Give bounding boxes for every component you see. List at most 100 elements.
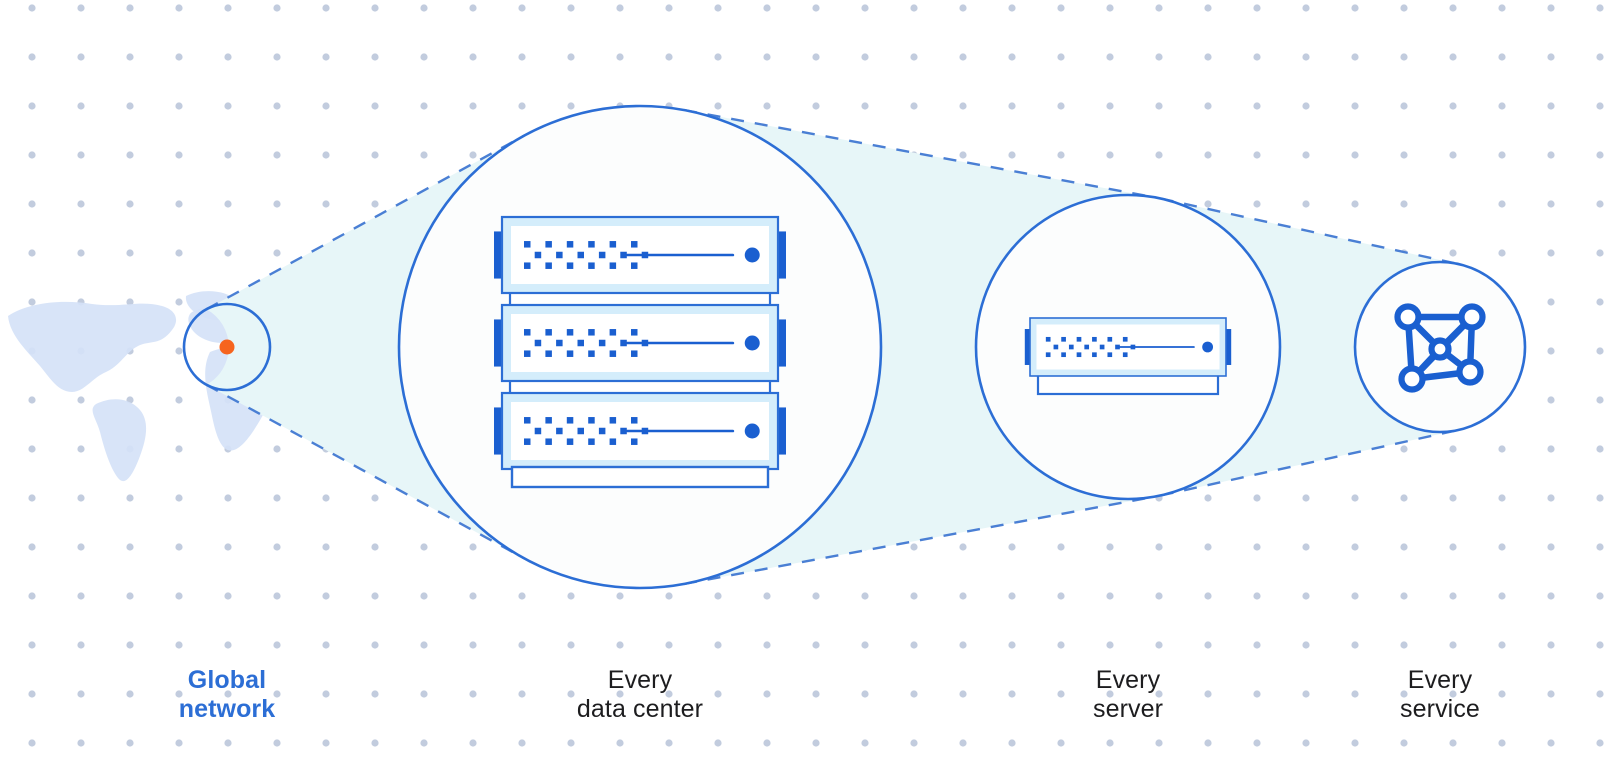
grid-dot [665, 53, 673, 61]
grid-dot [518, 592, 526, 600]
grid-dot [1449, 151, 1457, 159]
grid-dot [1400, 4, 1408, 12]
server-vent-dot [609, 350, 617, 357]
grid-dot [1400, 641, 1408, 649]
grid-dot [1596, 739, 1604, 747]
grid-dot [77, 592, 85, 600]
grid-dot [518, 102, 526, 110]
grid-dot [1498, 249, 1506, 257]
single-server-icon[interactable] [1024, 317, 1232, 396]
server-vent-dot [534, 339, 542, 347]
server-vent-dot [566, 329, 574, 336]
grid-dot [861, 739, 869, 747]
grid-dot [1547, 396, 1555, 404]
mesh-node [1398, 365, 1426, 393]
grid-dot [1547, 102, 1555, 110]
server-side-tab-left [494, 231, 504, 279]
grid-dot [910, 102, 918, 110]
grid-dot [1204, 102, 1212, 110]
server-unit[interactable] [494, 303, 786, 383]
grid-dot [175, 592, 183, 600]
grid-dot [812, 592, 820, 600]
grid-dot [1253, 4, 1261, 12]
server-vent-dot [1122, 336, 1128, 342]
server-vent-dot [556, 339, 563, 347]
server-vent-dot [566, 241, 574, 248]
grid-dot [714, 739, 722, 747]
server-vent-dot [631, 350, 638, 357]
grid-dot [126, 53, 134, 61]
grid-dot [1302, 592, 1310, 600]
grid-dot [616, 592, 624, 600]
server-vent-dot [588, 417, 595, 424]
server-vent-dot [545, 350, 552, 357]
server-unit[interactable] [494, 215, 786, 295]
grid-dot [567, 641, 575, 649]
grid-dot [812, 739, 820, 747]
server-rack-icon[interactable] [494, 215, 786, 489]
grid-dot [273, 690, 281, 698]
stage-circle-global-network[interactable] [182, 302, 272, 392]
server-vent-dot [1084, 344, 1090, 350]
grid-dot [126, 690, 134, 698]
grid-dot [1596, 592, 1604, 600]
grid-dot [959, 53, 967, 61]
server-unit[interactable] [1024, 317, 1232, 377]
grid-dot [28, 739, 36, 747]
server-vent-dot [609, 417, 617, 424]
server-side-tab-left [1024, 329, 1032, 365]
grid-dot [77, 53, 85, 61]
grid-dot [28, 298, 36, 306]
grid-dot [1008, 151, 1016, 159]
server-vent-dot [1092, 352, 1097, 358]
grid-dot [77, 249, 85, 257]
map-landmass [92, 399, 147, 482]
grid-dot [1547, 494, 1555, 502]
stage-label-line: Global [187, 666, 267, 694]
grid-dot [1449, 543, 1457, 551]
connector-dashed-line [683, 108, 1156, 199]
grid-dot [1057, 4, 1065, 12]
grid-dot [763, 641, 771, 649]
grid-dot [175, 102, 183, 110]
grid-dot [28, 249, 36, 257]
grid-dot [1596, 347, 1604, 355]
server-vent-dot [1053, 344, 1059, 350]
grid-dot [1155, 592, 1163, 600]
grid-dot [861, 102, 869, 110]
map-location-marker[interactable] [219, 339, 235, 355]
server-unit[interactable] [494, 391, 786, 471]
server-vent-dot [534, 427, 542, 435]
grid-dot [224, 4, 232, 12]
grid-dot [322, 494, 330, 502]
grid-dot [1596, 543, 1604, 551]
server-vent-dot [609, 329, 617, 336]
grid-dot [1155, 102, 1163, 110]
connector-wedge-server-to-service [1160, 198, 1459, 496]
server-status-dot [744, 247, 760, 263]
mesh-node [1458, 303, 1486, 331]
grid-dot [1057, 53, 1065, 61]
grid-dot [1400, 200, 1408, 208]
grid-dot [469, 592, 477, 600]
grid-dot [910, 543, 918, 551]
grid-dot [1547, 641, 1555, 649]
stage-label-line: Every [607, 666, 673, 694]
service-mesh-icon[interactable] [1394, 303, 1486, 393]
grid-dot [77, 641, 85, 649]
grid-dot [861, 641, 869, 649]
grid-dot [126, 200, 134, 208]
grid-dot [910, 739, 918, 747]
server-vent-dot [577, 427, 584, 435]
stage-label-line: data center [576, 695, 704, 724]
grid-dot [763, 4, 771, 12]
connector-dashed-line [205, 383, 526, 560]
grid-dot [28, 151, 36, 159]
grid-dot [1057, 739, 1065, 747]
grid-dot [1400, 543, 1408, 551]
grid-dot [273, 151, 281, 159]
server-vent-dot [566, 438, 574, 445]
grid-dot [469, 641, 477, 649]
grid-dot [1008, 543, 1016, 551]
